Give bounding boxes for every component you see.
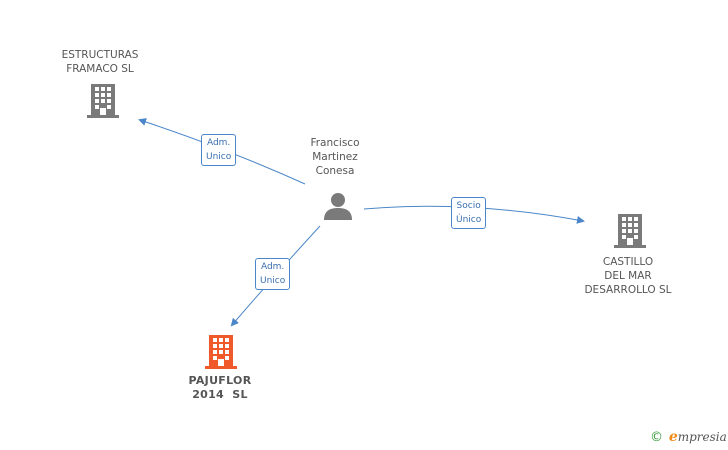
node-label-line: DESARROLLO SL bbox=[584, 284, 672, 296]
edge-label-line: Adm. bbox=[206, 138, 231, 148]
node-label-castillo: CASTILLO DEL MAR DESARROLLO SL bbox=[570, 255, 686, 297]
node-label-line: ESTRUCTURAS bbox=[61, 49, 139, 61]
node-label-line: Conesa bbox=[315, 165, 355, 177]
node-label-person: Francisco Martinez Conesa bbox=[290, 136, 380, 178]
building-icon[interactable] bbox=[614, 214, 646, 248]
node-label-line: Francisco bbox=[310, 137, 360, 149]
edge-label-line: Socio bbox=[456, 201, 481, 211]
node-label-pajuflor: PAJUFLOR 2014 SL bbox=[170, 374, 270, 402]
node-label-line: Martinez bbox=[312, 151, 358, 163]
copyright-symbol: © bbox=[650, 430, 663, 445]
node-label-line: FRAMACO SL bbox=[66, 63, 134, 75]
node-label-line: PAJUFLOR bbox=[188, 374, 252, 387]
edge-label-line: Único bbox=[456, 215, 482, 225]
node-label-line: CASTILLO bbox=[602, 256, 654, 268]
node-label-line: 2014 SL bbox=[192, 388, 248, 401]
empresia-watermark: © empresia bbox=[650, 429, 727, 445]
edge-label-line: Adm. bbox=[260, 262, 285, 272]
person-icon[interactable] bbox=[323, 192, 353, 220]
edge-label-adm-unico-estructuras[interactable]: Adm. Unico bbox=[201, 134, 237, 166]
edge-label-socio-unico-castillo[interactable]: Socio Único bbox=[451, 197, 487, 229]
building-icon[interactable] bbox=[205, 335, 237, 369]
building-icon[interactable] bbox=[87, 84, 119, 118]
node-label-line: DEL MAR bbox=[604, 270, 652, 282]
brand-logo-initial: e bbox=[668, 429, 678, 445]
edge-label-line: Unico bbox=[206, 152, 232, 162]
brand-logo-name: mpresia bbox=[677, 430, 727, 444]
node-label-estructuras: ESTRUCTURAS FRAMACO SL bbox=[45, 48, 155, 76]
edge-label-line: Unico bbox=[260, 276, 286, 286]
edge-label-adm-unico-pajuflor[interactable]: Adm. Unico bbox=[255, 258, 291, 290]
